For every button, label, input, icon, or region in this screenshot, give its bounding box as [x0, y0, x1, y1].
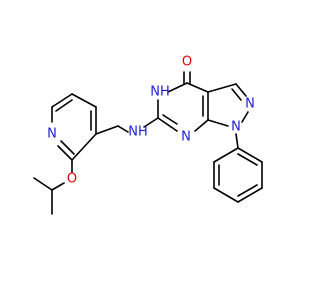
bond-ph-6 — [237, 147, 263, 163]
atom-n-pyrimidine: N — [181, 130, 191, 145]
bond-ph-3 — [213, 187, 239, 203]
bond-n2-n1 — [241, 111, 249, 123]
bond-c3-n2-double — [231, 88, 242, 101]
bond-c3a-c4 — [186, 82, 209, 93]
atom-carbonyl-o: O — [182, 55, 192, 70]
bond-c6-n7 — [157, 117, 178, 132]
bond-py-3 — [51, 93, 73, 108]
bond-ch-me1 — [33, 177, 53, 191]
bond-nh-ch2 — [117, 125, 129, 133]
atom-pyridine-n: N — [47, 127, 57, 142]
bond-ch2-py — [95, 125, 119, 135]
bond-py-5 — [57, 145, 73, 161]
bond-c6-nh — [143, 117, 159, 128]
atom-amine-nh: NH — [128, 125, 148, 140]
bond-c6-n7-double — [162, 114, 178, 125]
bond-py-2 — [71, 93, 97, 108]
bond-ph-4 — [237, 187, 263, 203]
bond-ph-4-double — [237, 184, 258, 197]
bond-c3-n2 — [235, 83, 247, 97]
bond-py-3-double — [55, 99, 73, 112]
molecule-drawing: O NH N N N NH N O — [33, 55, 263, 215]
bond-n7-c7a — [194, 119, 209, 132]
structure-diagram: O NH N N N NH N O — [33, 55, 263, 215]
atom-ether-o: O — [67, 172, 77, 187]
bond-ph-6-double — [237, 153, 258, 166]
bond-c3a-c3 — [207, 83, 237, 93]
bond-py-6 — [71, 133, 97, 161]
bond-o-ch — [51, 182, 65, 191]
atom-n-pyrazole-2: N — [245, 97, 255, 112]
atom-nh-ring: NH — [150, 85, 170, 100]
bond-n1-c7a — [207, 119, 229, 127]
bond-ph-1 — [213, 147, 239, 163]
atom-n-pyrazole-1: N — [231, 120, 241, 135]
bond-c4-n5 — [167, 82, 188, 93]
bond-n1-phenyl — [235, 133, 239, 149]
bond-py-5-double — [60, 140, 75, 155]
